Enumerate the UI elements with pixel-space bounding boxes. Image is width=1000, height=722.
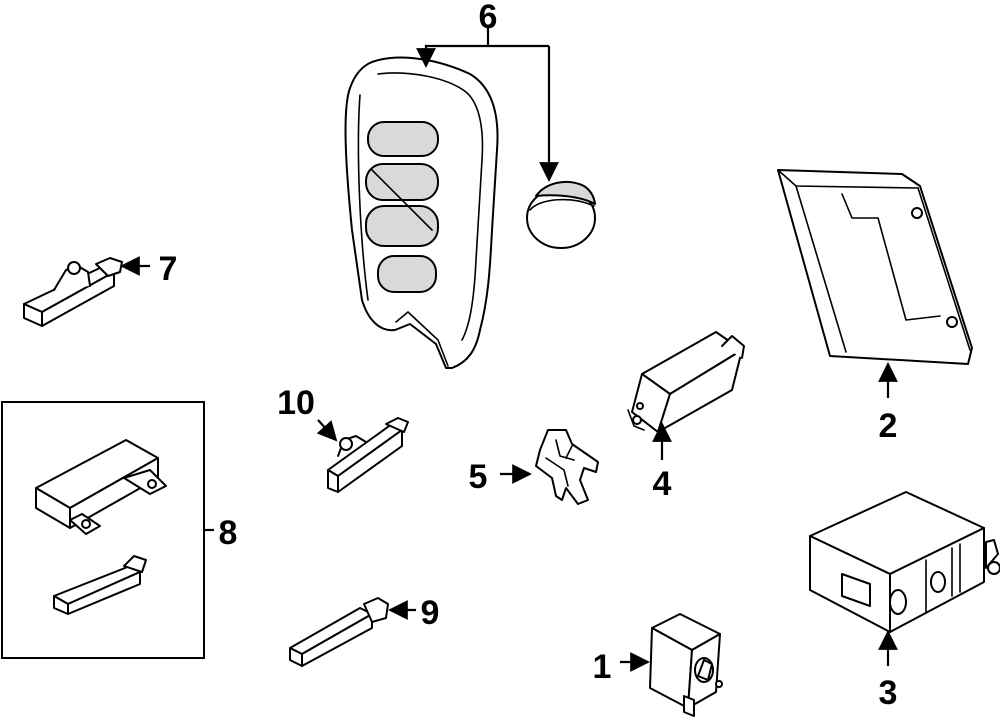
part-8-frame <box>1 401 205 659</box>
callout-3: 3 <box>879 674 898 712</box>
callout-1: 1 <box>593 648 612 686</box>
coin-battery <box>526 180 596 249</box>
sensor-10 <box>327 417 409 493</box>
module-8 <box>35 439 167 535</box>
receiver-3 <box>809 491 1000 633</box>
fob-button-3 <box>365 205 439 247</box>
connector-5 <box>535 429 599 505</box>
fob-button-1 <box>367 121 439 157</box>
switch-1 <box>649 613 723 717</box>
callout-9: 9 <box>421 594 440 632</box>
callout-6: 6 <box>479 0 498 36</box>
sensor-9 <box>289 597 389 667</box>
key-fob-housing <box>344 56 499 369</box>
sensor-7 <box>23 257 123 327</box>
callout-5: 5 <box>469 458 488 496</box>
module-4 <box>627 331 745 433</box>
callout-4: 4 <box>653 465 672 503</box>
sensor-8 <box>53 555 147 615</box>
control-module-2 <box>777 169 973 365</box>
leader-10 <box>316 419 338 442</box>
callout-8: 8 <box>219 514 238 552</box>
fob-button-2 <box>365 163 439 201</box>
leader-6 <box>416 28 559 182</box>
callout-10: 10 <box>277 384 315 422</box>
callout-2: 2 <box>879 407 898 445</box>
callout-7: 7 <box>159 250 178 288</box>
fob-button-4 <box>377 255 437 293</box>
